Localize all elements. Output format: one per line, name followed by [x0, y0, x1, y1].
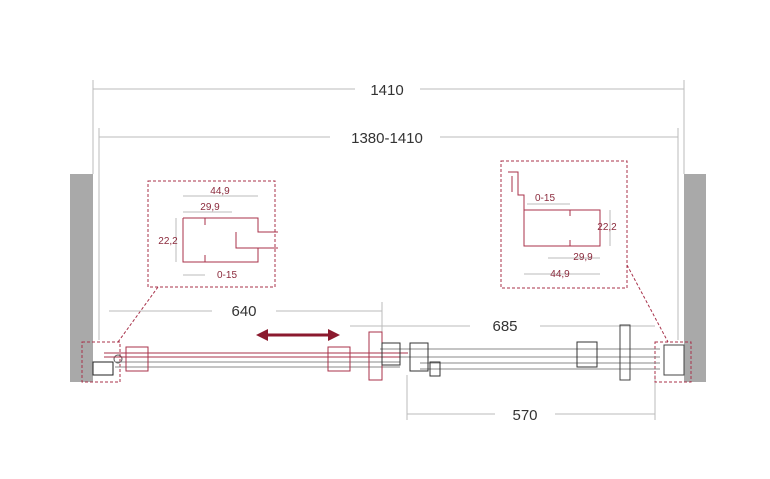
profile-adjust-dim: 0-15	[217, 270, 237, 281]
profile-height-dim: 22,2	[597, 222, 617, 233]
left-wall-profile	[92, 361, 114, 376]
dimension-label: 685	[492, 318, 517, 335]
dimension-685: 685	[350, 318, 655, 335]
profile-inner-dim: 29,9	[573, 252, 593, 263]
dimension-570: 570	[406, 375, 656, 424]
dimension-label: 570	[512, 407, 537, 424]
profile-adjust-dim: 0-15	[535, 193, 555, 204]
sliding-direction-arrow-icon	[256, 329, 340, 341]
left-profile-detail: 44,9 29,9 22,2 0-15	[117, 180, 278, 343]
dimension-1410: 1410	[92, 80, 685, 174]
dimension-1380-1410: 1380-1410	[98, 128, 679, 340]
left-wall	[70, 174, 93, 382]
dimension-640: 640	[109, 302, 383, 340]
profile-outer-dim: 44,9	[550, 269, 570, 280]
dimension-label: 1410	[370, 82, 403, 99]
profile-height-dim: 22,2	[158, 236, 178, 247]
right-profile-detail: 0-15 22,2 29,9 44,9	[500, 160, 669, 343]
profile-inner-dim: 29,9	[200, 202, 220, 213]
dimension-label: 640	[231, 303, 256, 320]
right-wall-profile	[663, 344, 685, 376]
right-sliding-door	[380, 324, 660, 381]
dimension-label: 1380-1410	[351, 130, 423, 147]
right-wall	[684, 174, 706, 382]
profile-outer-dim: 44,9	[210, 186, 230, 197]
left-sliding-door	[104, 331, 408, 381]
